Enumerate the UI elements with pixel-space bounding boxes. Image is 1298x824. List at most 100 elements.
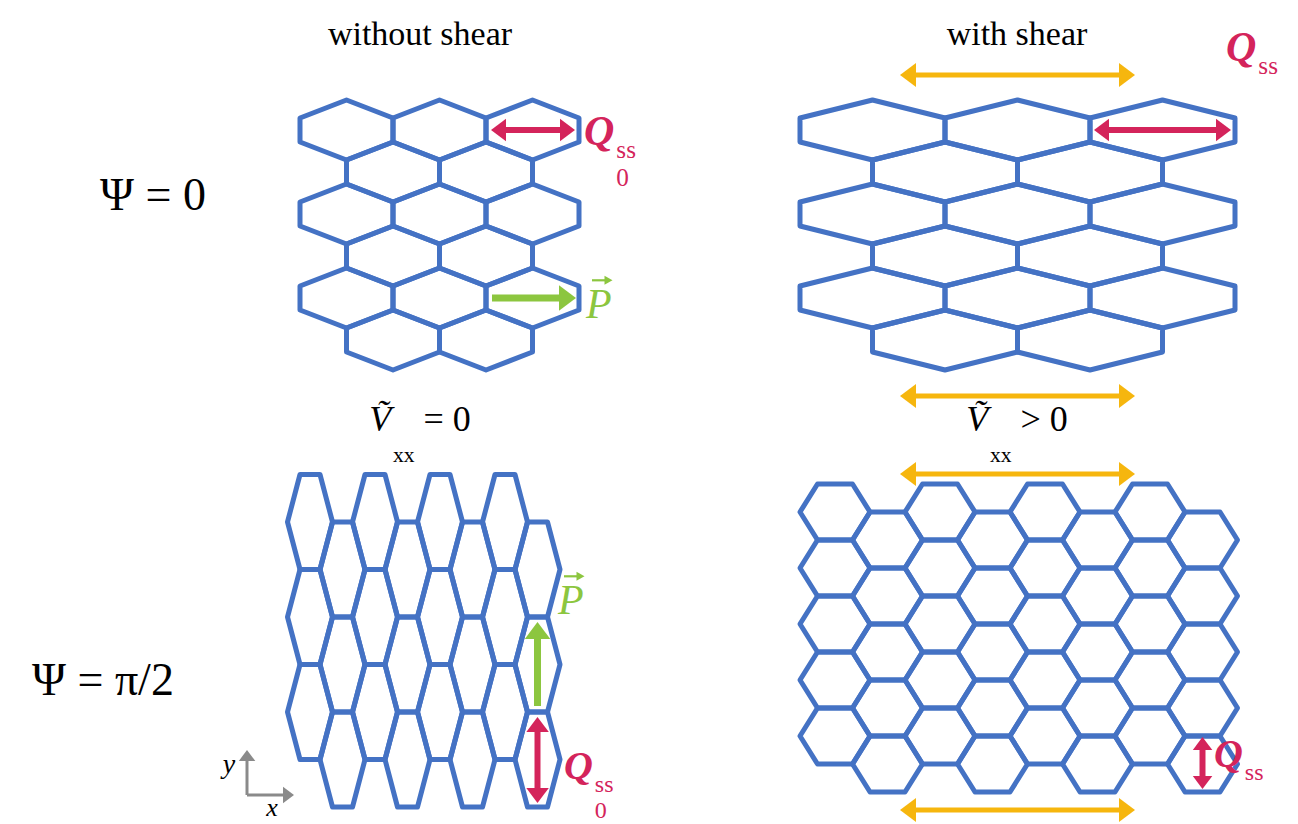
hexagon-cell bbox=[1018, 142, 1163, 202]
hexagon-cell bbox=[440, 226, 533, 286]
shear-arrow-shaft bbox=[913, 394, 1122, 399]
vector-arrow-head bbox=[576, 572, 584, 581]
hexagon-cell bbox=[393, 268, 486, 328]
script-stack: ss bbox=[1245, 760, 1264, 810]
hexagon-cell bbox=[486, 184, 579, 244]
vector-arrow-head bbox=[604, 276, 612, 285]
shear-arrow-shaft bbox=[913, 73, 1122, 78]
hexagon-cell bbox=[486, 268, 579, 328]
hexagon-cell bbox=[300, 268, 393, 328]
script-spacer bbox=[1245, 786, 1264, 810]
hexagon-cell bbox=[347, 310, 440, 370]
column-heading: without shear bbox=[328, 17, 512, 51]
hexagon-cell bbox=[515, 712, 560, 807]
symbol-text: Q bbox=[584, 108, 614, 154]
q-arrow-head bbox=[560, 119, 575, 142]
hexagon-cell bbox=[945, 100, 1090, 160]
shear-arrow-head bbox=[900, 384, 916, 408]
shear-label: Ṽxx = 0 bbox=[369, 401, 471, 467]
hexagon-cell bbox=[1168, 680, 1238, 736]
order-tensor-label: Qss bbox=[1226, 26, 1278, 107]
symbol-text: without shear bbox=[328, 15, 512, 52]
shear-label: Ṽxx > 0 bbox=[966, 401, 1068, 467]
shear-arrow-head bbox=[1119, 63, 1135, 87]
vector-arrow-shaft bbox=[592, 279, 607, 281]
symbol-text: = 0 bbox=[424, 399, 471, 439]
hexagon-cell bbox=[393, 184, 486, 244]
hexagon-cell bbox=[1168, 568, 1238, 624]
symbol-text: with shear bbox=[947, 15, 1088, 52]
symbol-text: Ψ = π/2 bbox=[32, 654, 174, 705]
symbol-text: Q bbox=[1214, 731, 1243, 776]
hexagon-cell bbox=[1168, 512, 1238, 568]
q-arrow-head bbox=[1094, 119, 1109, 142]
hexagon-cell bbox=[440, 142, 533, 202]
hexagon-cell bbox=[1018, 226, 1163, 286]
column-heading: with shear bbox=[947, 17, 1088, 51]
angle-label: Ψ = 0 bbox=[100, 172, 206, 218]
order-tensor-label: Qss 0 bbox=[584, 110, 636, 191]
hexagon-cell bbox=[945, 268, 1090, 328]
hexagon-cell bbox=[873, 226, 1018, 286]
superscript-text: ss bbox=[595, 772, 614, 796]
script-spacer bbox=[393, 421, 415, 443]
hexagon-cell bbox=[1090, 100, 1235, 160]
symbol-text: Ṽ bbox=[369, 399, 391, 439]
symbol-text: P bbox=[586, 281, 612, 327]
shear-arrow-head bbox=[900, 798, 916, 822]
angle-label: Ψ = π/2 bbox=[32, 657, 174, 703]
hexagon-cell bbox=[800, 268, 945, 328]
script-stack: xx bbox=[990, 421, 1012, 466]
polarity-label: P bbox=[586, 283, 612, 325]
shear-arrow-head bbox=[1119, 462, 1135, 486]
shear-arrow-head bbox=[1119, 384, 1135, 408]
vector-arrow-shaft bbox=[564, 575, 579, 577]
shear-arrow-shaft bbox=[913, 472, 1122, 477]
symbol-text: Ψ = 0 bbox=[100, 169, 206, 220]
axis-arrow-shaft bbox=[247, 794, 285, 797]
script-stack: ss 0 bbox=[616, 137, 636, 190]
axis-arrow-shaft bbox=[246, 759, 249, 795]
symbol-text: Ṽ bbox=[966, 399, 988, 439]
hexagon-cell bbox=[393, 100, 486, 160]
q-arrow-shaft bbox=[1200, 747, 1206, 778]
symbol-text: Q bbox=[1226, 24, 1256, 70]
hexagon-cell bbox=[1018, 310, 1163, 370]
q-arrow-head bbox=[491, 119, 506, 142]
subscript-text: 0 bbox=[616, 165, 636, 190]
symbol-text: > 0 bbox=[1021, 399, 1068, 439]
superscript-text: ss bbox=[1258, 53, 1278, 78]
axis-arrow-head bbox=[239, 750, 256, 761]
script-stack: xx bbox=[393, 421, 415, 466]
script-spacer bbox=[990, 421, 1012, 443]
polarity-label: P bbox=[558, 579, 584, 621]
hexagon-cell bbox=[873, 142, 1018, 202]
hexagon-cell bbox=[347, 226, 440, 286]
hexagon-cell bbox=[1168, 624, 1238, 680]
q-arrow-head bbox=[526, 788, 549, 803]
order-tensor-label: Qss bbox=[1214, 734, 1263, 811]
order-tensor-label: Qss0 bbox=[564, 746, 613, 823]
hexagon-cell bbox=[515, 522, 560, 617]
arrows bbox=[239, 63, 1231, 822]
hexagon-cell bbox=[300, 184, 393, 244]
q-arrow-head bbox=[526, 717, 549, 732]
q-arrow-shaft bbox=[503, 127, 563, 133]
script-stack: ss bbox=[1258, 53, 1278, 106]
subscript-text: xx bbox=[990, 445, 1012, 467]
polarity-arrow-head bbox=[525, 622, 551, 639]
hexagon-lattice bbox=[288, 100, 1238, 807]
shear-arrow-head bbox=[1119, 798, 1135, 822]
subscript-text: 0 bbox=[595, 798, 614, 822]
symbol-text: x bbox=[266, 793, 278, 822]
subscript-text: xx bbox=[393, 445, 415, 467]
hexagon-cell bbox=[515, 617, 560, 712]
script-spacer bbox=[1258, 81, 1278, 106]
q-arrow-head bbox=[1193, 737, 1213, 750]
symbol-text: P bbox=[558, 577, 584, 623]
superscript-text: ss bbox=[616, 137, 636, 162]
shear-arrow-head bbox=[900, 63, 916, 87]
hexagon-cell bbox=[347, 142, 440, 202]
